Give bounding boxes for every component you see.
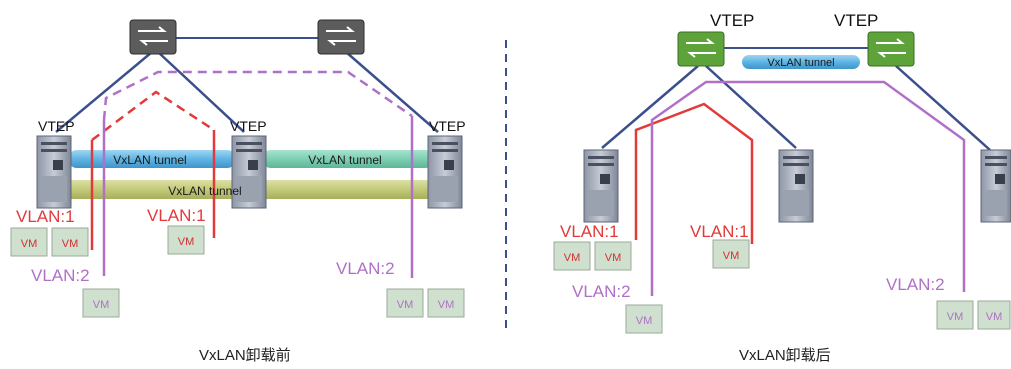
right-diagram: VxLAN tunnel bbox=[553, 11, 1011, 334]
uplink bbox=[601, 65, 699, 149]
svg-text:VM: VM bbox=[62, 238, 79, 250]
vm-box: VM bbox=[427, 288, 465, 318]
left-caption: VxLAN卸载前 bbox=[199, 347, 291, 364]
vm-box: VM bbox=[594, 241, 632, 271]
vlan1-path bbox=[634, 102, 754, 244]
server bbox=[231, 135, 267, 209]
vlan-label: VLAN:1 bbox=[560, 222, 619, 241]
vlan-label: VLAN:1 bbox=[16, 207, 75, 226]
vtep-label: VTEP bbox=[429, 118, 466, 134]
vtep-switch-icon bbox=[867, 31, 915, 67]
uplink bbox=[705, 65, 797, 149]
vxlan-tunnel-bar bbox=[262, 150, 434, 168]
svg-text:VM: VM bbox=[21, 238, 38, 250]
vlan2-path bbox=[650, 80, 966, 296]
vm-box: VM bbox=[977, 300, 1011, 330]
vtep-switch-icon bbox=[677, 31, 725, 67]
left-diagram: VxLAN tunnel VxLAN tunnel VxLAN tunnel V… bbox=[10, 19, 466, 318]
vm-box: VM bbox=[51, 227, 89, 257]
vlan-label: VLAN:1 bbox=[690, 222, 749, 241]
svg-text:VM: VM bbox=[564, 252, 581, 264]
vxlan-tunnel-bar bbox=[68, 150, 236, 168]
vlan-label: VLAN:1 bbox=[147, 206, 206, 225]
vlan-label: VLAN:2 bbox=[31, 266, 90, 285]
vm-box: VM bbox=[553, 241, 591, 271]
uplink bbox=[895, 65, 991, 151]
vlan-label: VLAN:2 bbox=[886, 275, 945, 294]
vtep-label: VTEP bbox=[230, 118, 267, 134]
server bbox=[778, 149, 814, 223]
vxlan-tunnel-bar bbox=[742, 55, 860, 69]
vm-box: VM bbox=[386, 288, 424, 318]
svg-text:VM: VM bbox=[986, 311, 1003, 323]
vlan1-path bbox=[91, 90, 215, 141]
uplink bbox=[157, 51, 245, 133]
vm-box: VM bbox=[936, 300, 974, 330]
tunnel-label: VxLAN tunnel bbox=[308, 153, 381, 167]
tunnel-label: VxLAN tunnel bbox=[767, 57, 834, 69]
uplink bbox=[345, 51, 439, 133]
right-caption: VxLAN卸载后 bbox=[739, 347, 831, 364]
vlan-label: VLAN:2 bbox=[572, 282, 631, 301]
server bbox=[36, 135, 72, 209]
switch-icon bbox=[317, 19, 365, 55]
vlan-label: VLAN:2 bbox=[336, 259, 395, 278]
svg-text:VM: VM bbox=[723, 250, 740, 262]
uplink bbox=[55, 51, 153, 133]
svg-text:VM: VM bbox=[397, 299, 414, 311]
switch-icon bbox=[129, 19, 177, 55]
vm-box: VM bbox=[712, 239, 750, 269]
vm-box: VM bbox=[625, 304, 663, 334]
tunnel-label: VxLAN tunnel bbox=[168, 184, 241, 198]
vlan2-path bbox=[102, 70, 413, 121]
svg-text:VM: VM bbox=[605, 252, 622, 264]
vtep-label: VTEP bbox=[710, 11, 754, 30]
vm-box: VM bbox=[82, 288, 120, 318]
server bbox=[583, 149, 619, 223]
server bbox=[980, 149, 1011, 223]
server bbox=[427, 135, 463, 209]
svg-text:VM: VM bbox=[93, 299, 110, 311]
vm-box: VM bbox=[167, 225, 205, 255]
svg-text:VM: VM bbox=[636, 315, 653, 327]
vm-box: VM bbox=[10, 227, 48, 257]
vtep-label: VTEP bbox=[834, 11, 878, 30]
tunnel-label: VxLAN tunnel bbox=[113, 153, 186, 167]
svg-text:VM: VM bbox=[178, 236, 195, 248]
svg-text:VM: VM bbox=[438, 299, 455, 311]
svg-text:VM: VM bbox=[947, 311, 964, 323]
vtep-label: VTEP bbox=[38, 118, 75, 134]
